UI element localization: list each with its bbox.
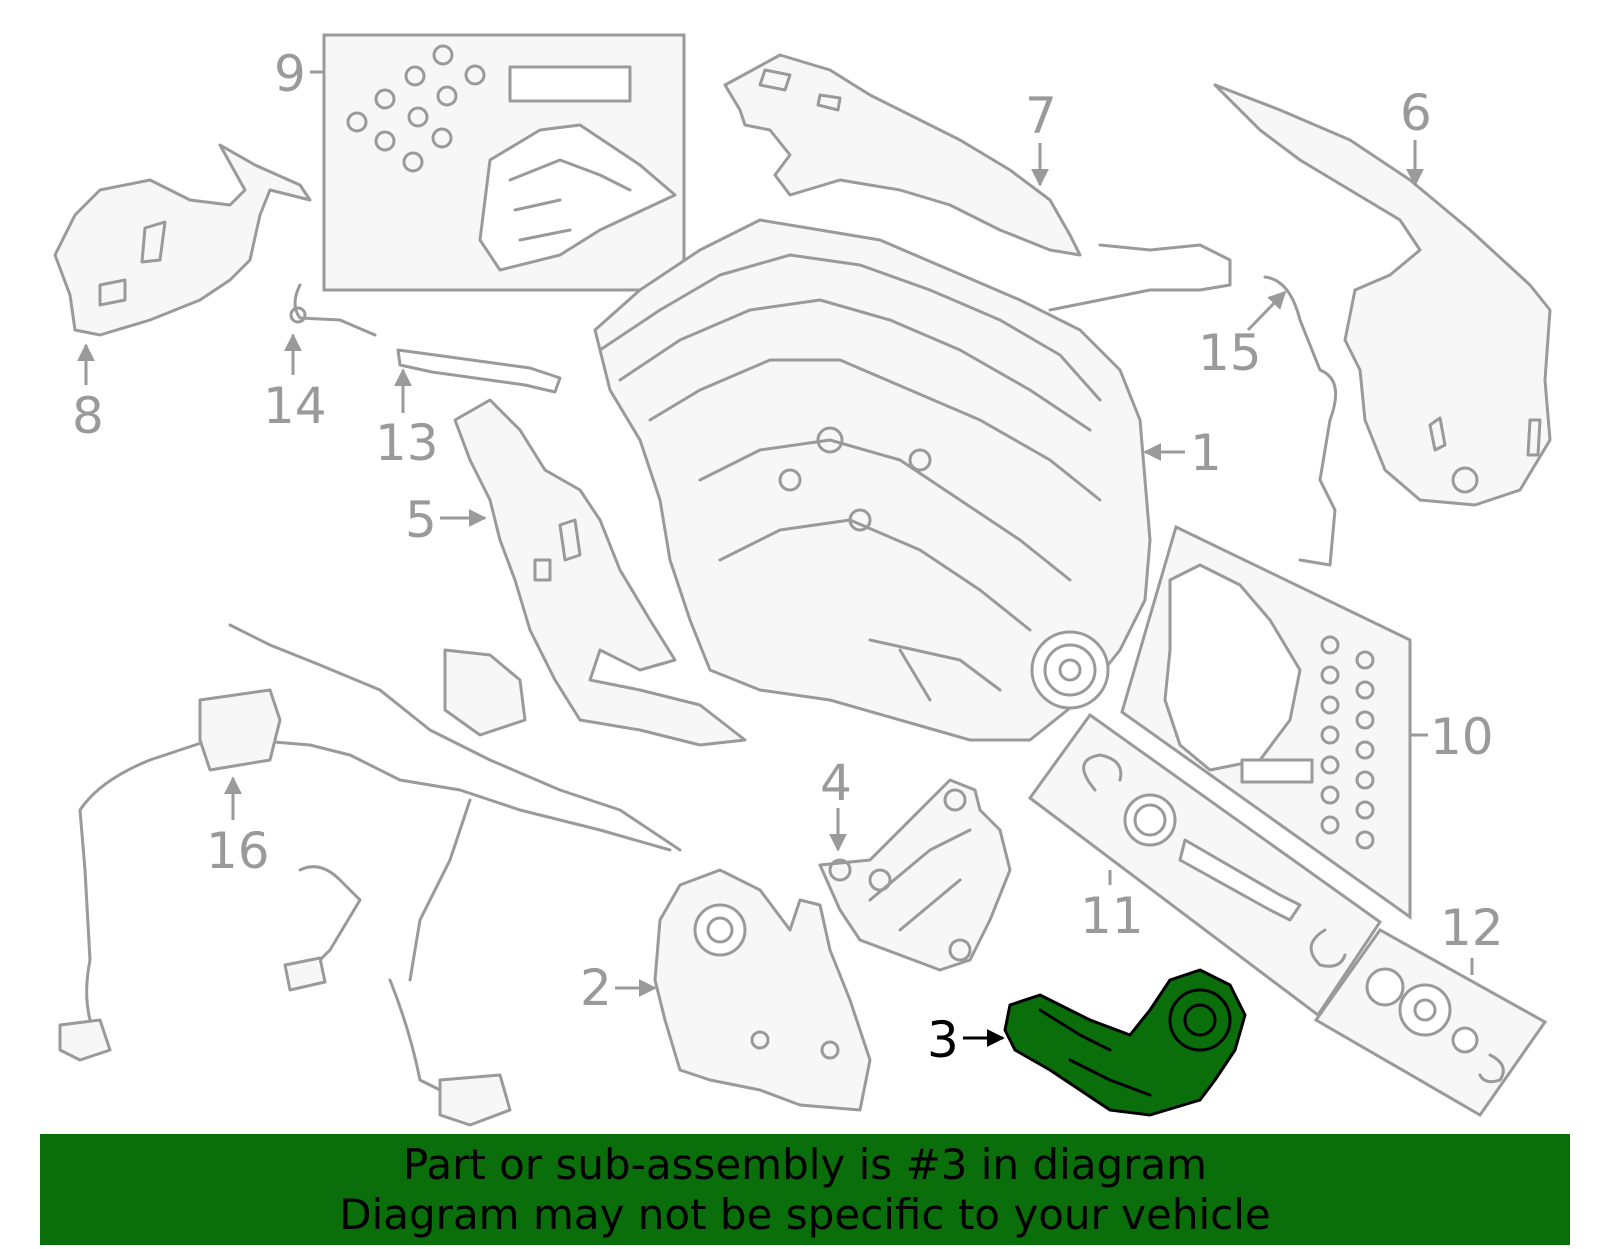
svg-text:2: 2 — [580, 959, 612, 1017]
svg-text:15: 15 — [1198, 324, 1262, 382]
part-14[interactable] — [289, 283, 377, 337]
banner-line-1: Part or sub-assembly is #3 in diagram — [402, 1139, 1208, 1189]
part-13[interactable] — [396, 348, 562, 394]
svg-text:12: 12 — [1440, 899, 1504, 957]
svg-text:8: 8 — [72, 387, 104, 445]
part-6[interactable] — [1213, 83, 1552, 507]
part-2[interactable] — [653, 868, 872, 1112]
part-7[interactable] — [723, 53, 1082, 257]
callout-12: 12 — [1440, 899, 1504, 975]
callout-15: 15 — [1198, 290, 1287, 382]
callout-5: 5 — [405, 491, 487, 549]
part-12-kit[interactable] — [1313, 928, 1548, 1117]
part-8[interactable] — [53, 143, 312, 337]
part-4[interactable] — [818, 778, 1012, 972]
callout-2: 2 — [580, 959, 657, 1017]
callout-4: 4 — [820, 754, 852, 852]
svg-text:7: 7 — [1025, 87, 1057, 145]
svg-text:10: 10 — [1430, 708, 1494, 766]
svg-text:3: 3 — [927, 1011, 959, 1069]
part-3-highlighted[interactable] — [1003, 968, 1247, 1117]
svg-text:9: 9 — [274, 45, 306, 103]
svg-text:11: 11 — [1080, 887, 1144, 945]
svg-text:13: 13 — [375, 414, 439, 472]
part-10-kit[interactable] — [1120, 524, 1412, 920]
part-11-kit[interactable] — [1027, 712, 1383, 1018]
callout-7: 7 — [1025, 87, 1057, 187]
part-5[interactable] — [453, 398, 747, 747]
svg-text:1: 1 — [1190, 424, 1222, 482]
callout-8: 8 — [72, 343, 104, 445]
svg-text:6: 6 — [1400, 84, 1432, 142]
part-9-kit[interactable] — [322, 33, 686, 292]
svg-text:16: 16 — [206, 822, 270, 880]
callout-10: 10 — [1410, 708, 1494, 766]
svg-text:14: 14 — [263, 377, 327, 435]
callout-11: 11 — [1080, 870, 1144, 945]
part-16-harness[interactable] — [58, 623, 682, 1127]
callout-13: 13 — [375, 368, 439, 472]
info-banner: Part or sub-assembly is #3 in diagram Di… — [40, 1134, 1570, 1245]
callout-1: 1 — [1143, 424, 1222, 482]
svg-text:4: 4 — [820, 754, 852, 812]
part-15[interactable] — [1263, 275, 1338, 567]
callout-3: 3 — [927, 1011, 1005, 1069]
callout-9: 9 — [274, 45, 324, 103]
callout-16: 16 — [206, 776, 270, 880]
callout-14: 14 — [263, 333, 327, 435]
callout-6: 6 — [1400, 84, 1432, 187]
svg-text:5: 5 — [405, 491, 437, 549]
part-1-engine[interactable] — [593, 218, 1232, 742]
banner-line-2: Diagram may not be specific to your vehi… — [339, 1189, 1271, 1239]
